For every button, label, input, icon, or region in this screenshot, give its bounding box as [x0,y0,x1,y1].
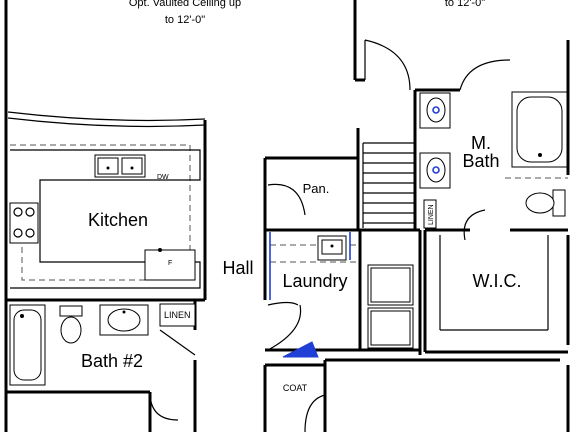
stairs [362,142,415,228]
master-bath-fixtures [419,91,568,229]
wic-label: W.I.C. [473,271,522,291]
kitchen-counters [9,144,201,289]
walls [4,0,570,432]
text-labels: Opt. Vaulted Ceiling up to 12'-0" to 12'… [81,0,522,393]
bath2-label: Bath #2 [81,351,143,371]
dishwasher-label: DW [157,174,169,181]
linen-hall-label: LINEN [164,310,191,320]
kitchen-label: Kitchen [88,210,148,230]
hall-label: Hall [222,258,253,278]
master-bath-label-line1: M. [471,133,491,153]
vault-note-line1: Opt. Vaulted Ceiling up [129,0,241,9]
pantry-label: Pan. [303,181,330,196]
master-bath-label-line2: Bath [462,151,499,171]
doors [149,39,511,432]
laundry-label: Laundry [282,271,347,291]
vault-note-line2: to 12'-0" [165,14,205,26]
coat-label: COAT [283,383,308,393]
fridge-label: F [168,260,172,267]
vault-note-right: to 12'-0" [445,0,485,9]
linen-master-label: LINEN [428,204,435,225]
laundry-fixtures [269,232,414,358]
bath2-fixtures [9,303,196,386]
